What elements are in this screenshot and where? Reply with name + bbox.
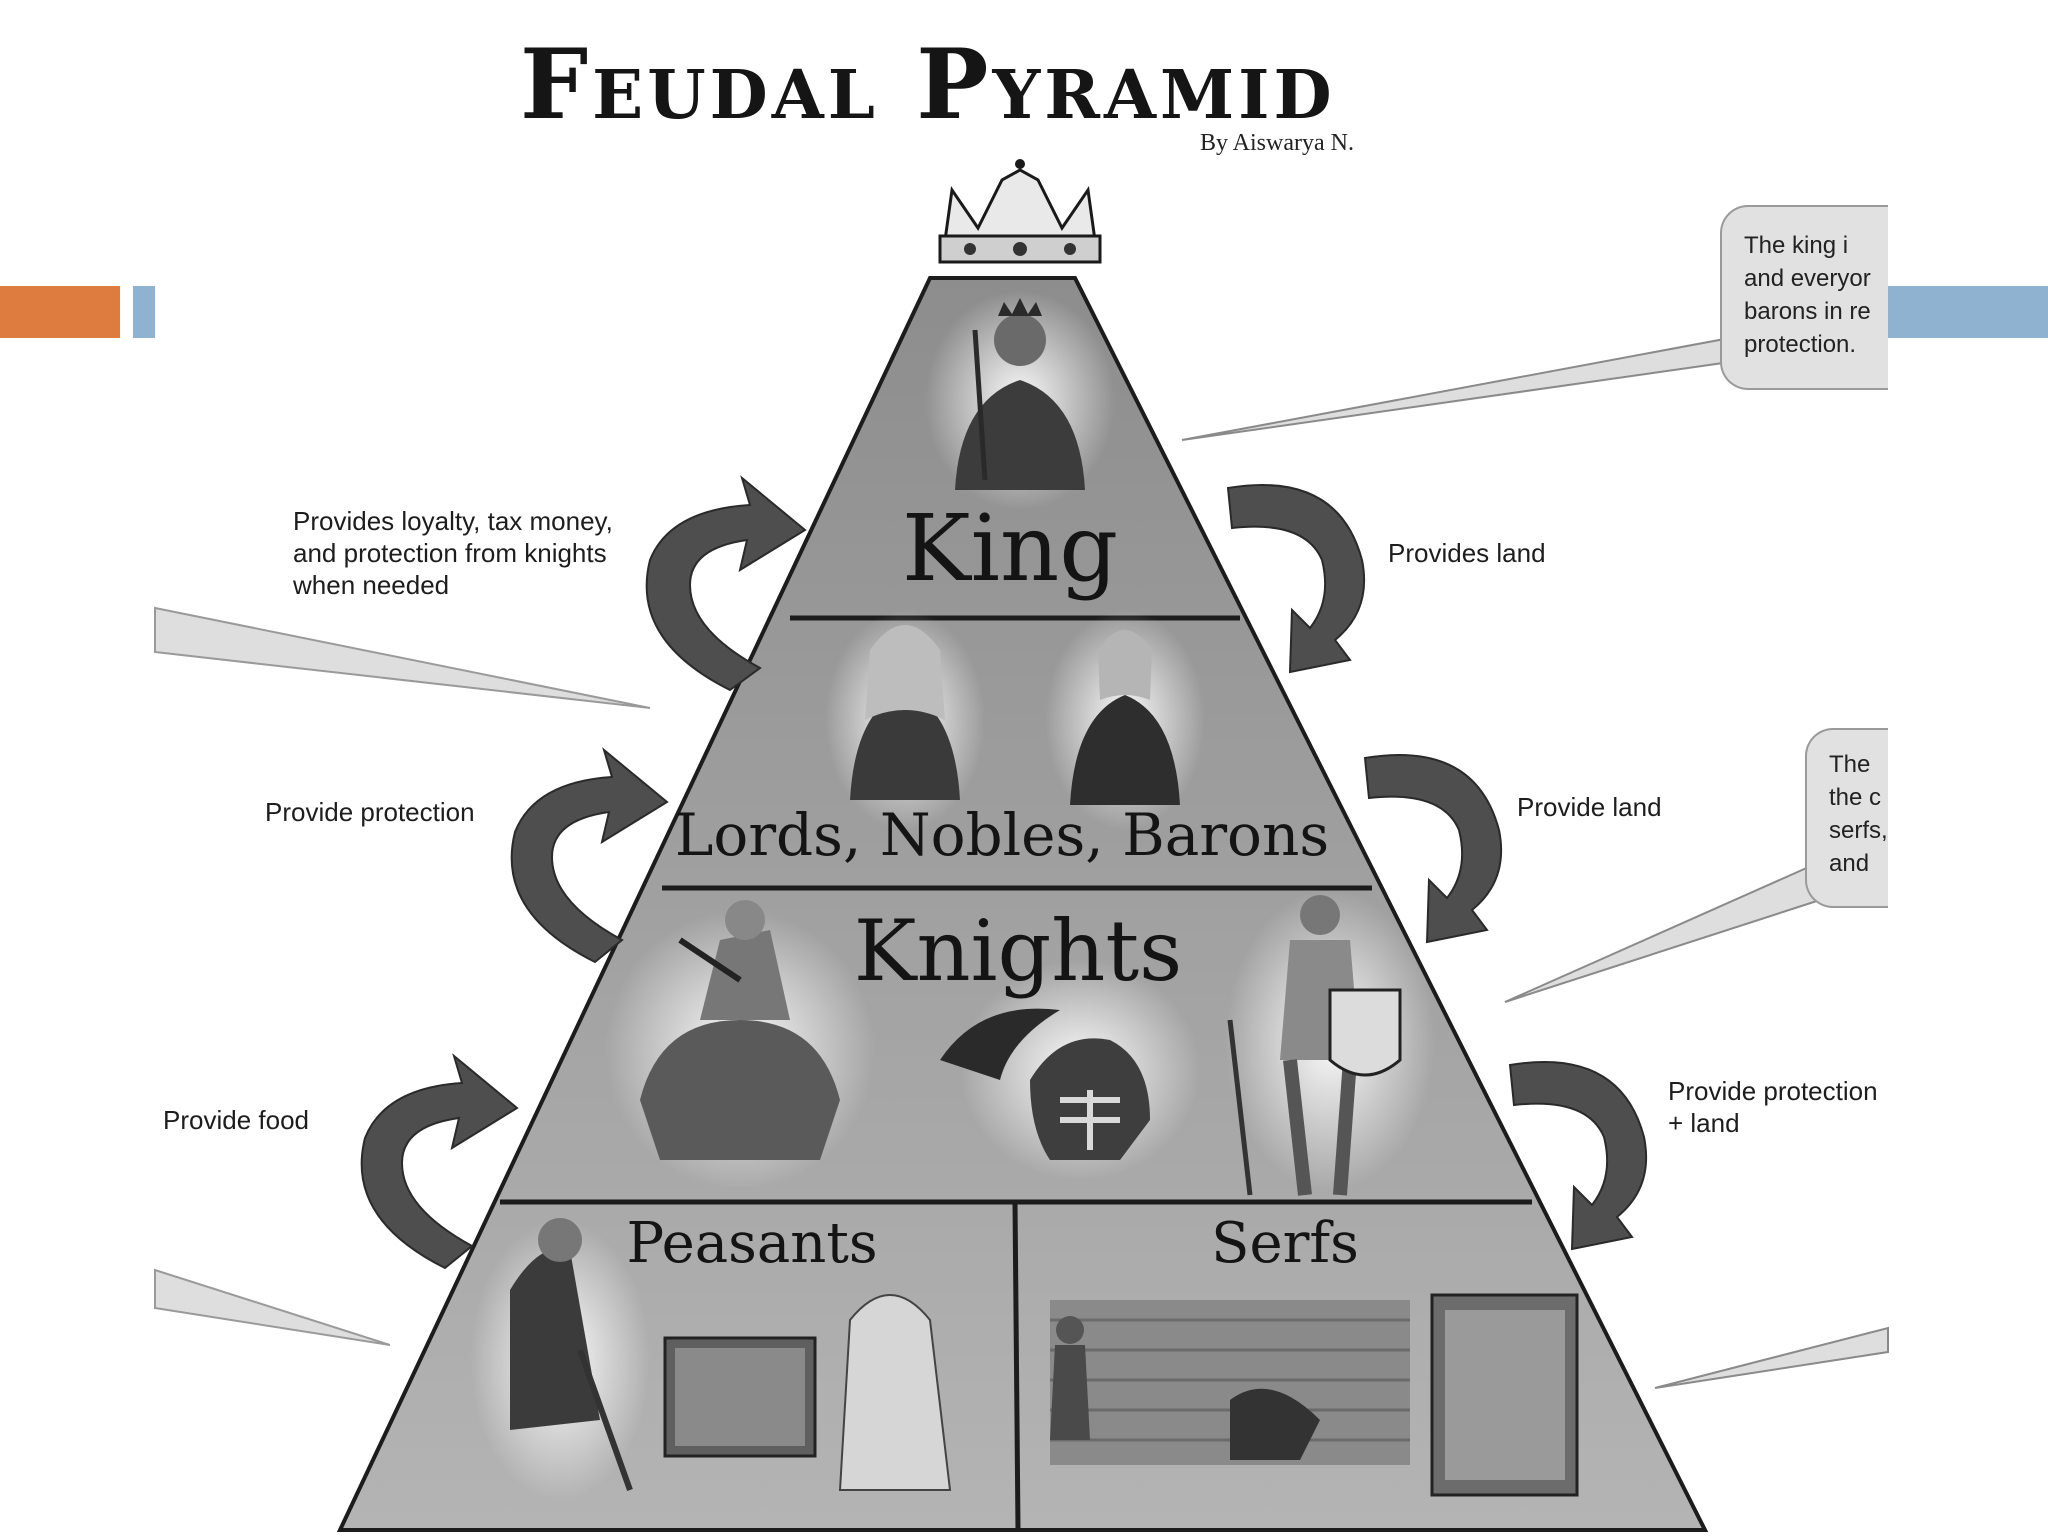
arrow-right-middle-icon bbox=[1363, 754, 1503, 944]
callout-line: The king i bbox=[1744, 232, 1849, 259]
tier-label-lords: Lords, Nobles, Barons bbox=[675, 801, 1329, 869]
callout-line: barons in re bbox=[1744, 298, 1871, 325]
king-figure-icon bbox=[925, 290, 1115, 510]
page-title: Feudal Pyramid bbox=[520, 28, 1336, 141]
callout-tail-left-top bbox=[154, 606, 651, 709]
relation-label-left-middle: Provide protection bbox=[265, 797, 475, 827]
callout-tail-right-middle bbox=[1504, 860, 1821, 1003]
callout-bubble-top-right: The king i and everyor barons in re prot… bbox=[1720, 205, 1888, 390]
tier-divider-peasants-serfs bbox=[1012, 1201, 1021, 1531]
callout-tail-right-top bbox=[1181, 336, 1731, 441]
callout-line: and bbox=[1829, 850, 1870, 877]
callout-line: The bbox=[1829, 751, 1871, 778]
relation-label-left-top: Provides loyalty, tax money, and protect… bbox=[293, 506, 613, 600]
author-credit: By Aiswarya N. bbox=[1200, 130, 1354, 156]
relation-label-right-middle: Provide land bbox=[1517, 792, 1662, 822]
peasant-figures-icon bbox=[470, 1218, 952, 1500]
arrow-left-middle-icon bbox=[510, 747, 669, 964]
arrow-right-bottom-icon bbox=[1508, 1061, 1648, 1251]
knight-on-horse-icon bbox=[605, 900, 875, 1190]
knight-helmet-icon bbox=[940, 960, 1200, 1180]
tier-label-peasants: Peasants bbox=[626, 1211, 877, 1276]
callout-line: protection. bbox=[1744, 331, 1857, 358]
pyramid-body bbox=[336, 276, 1709, 1532]
arrow-right-top-icon bbox=[1226, 484, 1366, 674]
crown-icon bbox=[938, 159, 1102, 264]
tier-label-serfs: Serfs bbox=[1211, 1211, 1359, 1276]
serf-figures-icon bbox=[1050, 1293, 1579, 1497]
relation-label-right-top: Provides land bbox=[1388, 538, 1546, 568]
lord-figure-left-icon bbox=[825, 610, 985, 830]
callout-bubble-middle-right: The the c serfs, and bbox=[1805, 728, 1888, 908]
tier-label-knights: Knights bbox=[854, 902, 1182, 1000]
arrow-left-bottom-icon bbox=[360, 1053, 519, 1270]
callout-line: serfs, bbox=[1829, 817, 1888, 844]
accent-bar-blue-right bbox=[1888, 286, 2048, 338]
accent-bar-blue bbox=[133, 286, 155, 338]
callout-line: the c bbox=[1829, 784, 1882, 811]
arrow-left-top-icon bbox=[645, 475, 807, 692]
tier-label-king: King bbox=[902, 495, 1118, 602]
relation-label-left-bottom: Provide food bbox=[163, 1105, 309, 1135]
accent-bar-orange bbox=[0, 286, 120, 338]
lord-figure-right-icon bbox=[1045, 610, 1205, 830]
knight-standing-icon bbox=[1225, 890, 1435, 1196]
callout-tail-left-bottom bbox=[154, 1268, 391, 1346]
callout-line: and everyor bbox=[1744, 265, 1871, 292]
callout-tail-right-bottom bbox=[1654, 1326, 1889, 1389]
relation-label-right-bottom: Provide protection + land bbox=[1668, 1076, 1878, 1138]
